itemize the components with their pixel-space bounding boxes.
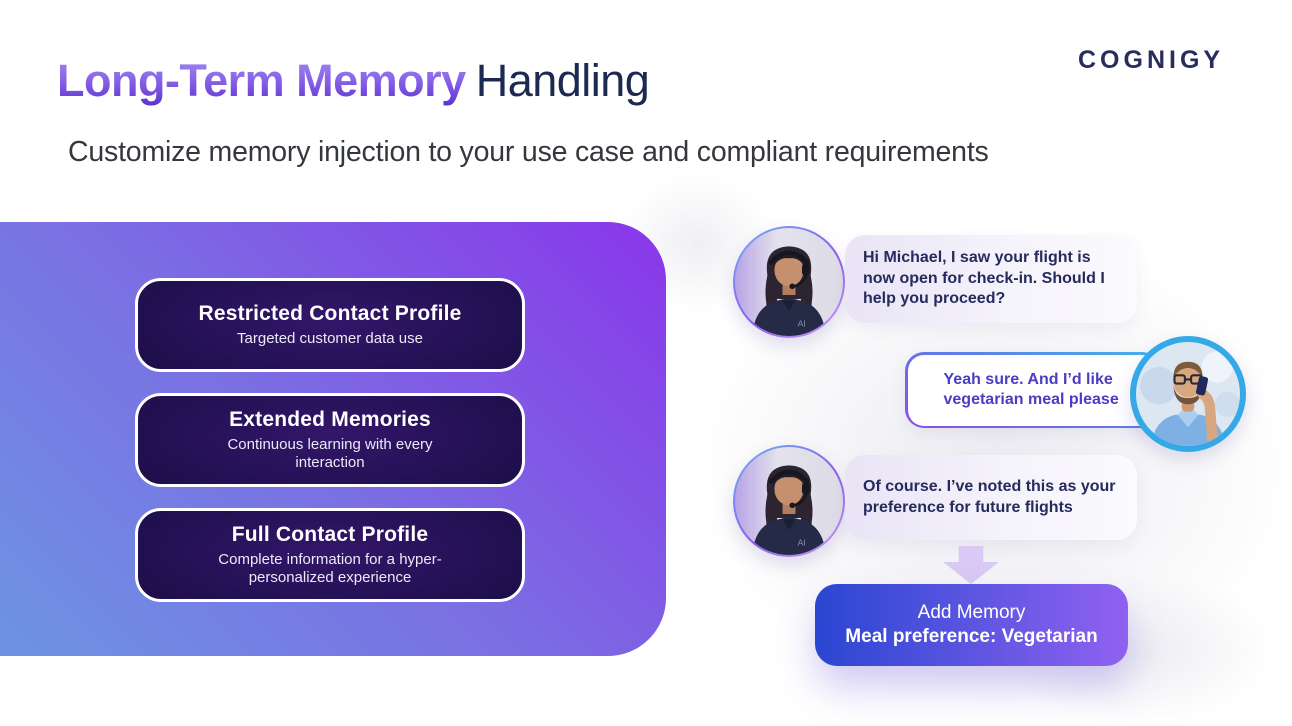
agent-avatar: AI bbox=[733, 226, 845, 338]
agent-avatar-illustration: AI bbox=[735, 228, 843, 336]
agent-message-bubble-1: Hi Michael, I saw your flight is now ope… bbox=[845, 235, 1137, 323]
add-memory-button: Add Memory Meal preference: Vegetarian bbox=[815, 584, 1128, 666]
agent-message-text-1: Hi Michael, I saw your flight is now ope… bbox=[863, 249, 1105, 308]
memory-card-full: Full Contact Profile Complete informatio… bbox=[135, 508, 525, 602]
memory-cards: Restricted Contact Profile Targeted cust… bbox=[135, 278, 525, 602]
add-memory-label: Add Memory bbox=[917, 602, 1026, 624]
user-avatar bbox=[1130, 336, 1246, 452]
memory-card-extended: Extended Memories Continuous learning wi… bbox=[135, 393, 525, 487]
agent-message-text-2: Of course. I’ve noted this as your prefe… bbox=[863, 478, 1116, 516]
user-avatar-illustration bbox=[1136, 342, 1240, 446]
agent-avatar-2: AI bbox=[733, 445, 845, 557]
memory-panel: Restricted Contact Profile Targeted cust… bbox=[0, 222, 666, 656]
user-person-icon bbox=[1136, 342, 1240, 446]
user-message-bubble: Yeah sure. And I’d like vegetarian meal … bbox=[905, 352, 1161, 428]
agent-shirt-label-2: AI bbox=[798, 537, 806, 547]
page-title-highlight: Long-Term Memory bbox=[57, 55, 466, 106]
agent-person-icon: AI bbox=[735, 228, 843, 336]
agent-message-bubble-2: Of course. I’ve noted this as your prefe… bbox=[845, 455, 1137, 540]
card-subtitle: Continuous learning with every interacti… bbox=[227, 436, 433, 472]
agent-avatar-illustration-2: AI bbox=[735, 447, 843, 555]
memory-card-restricted: Restricted Contact Profile Targeted cust… bbox=[135, 278, 525, 372]
agent-shirt-label: AI bbox=[798, 318, 806, 328]
add-memory-value: Meal preference: Vegetarian bbox=[845, 626, 1098, 647]
card-title: Full Contact Profile bbox=[231, 522, 429, 546]
card-title: Extended Memories bbox=[229, 407, 431, 431]
card-subtitle: Targeted customer data use bbox=[237, 330, 423, 348]
user-message-bubble-inner: Yeah sure. And I’d like vegetarian meal … bbox=[907, 354, 1159, 426]
page-subtitle: Customize memory injection to your use c… bbox=[68, 136, 989, 168]
page-title-rest: Handling bbox=[475, 55, 650, 106]
agent-person-icon-2: AI bbox=[735, 447, 843, 555]
card-subtitle: Complete information for a hyper-persona… bbox=[218, 551, 442, 587]
user-message-text: Yeah sure. And I’d like vegetarian meal … bbox=[943, 370, 1119, 408]
card-title: Restricted Contact Profile bbox=[198, 301, 462, 325]
cognigy-logo: COGNIGY bbox=[1078, 46, 1225, 74]
